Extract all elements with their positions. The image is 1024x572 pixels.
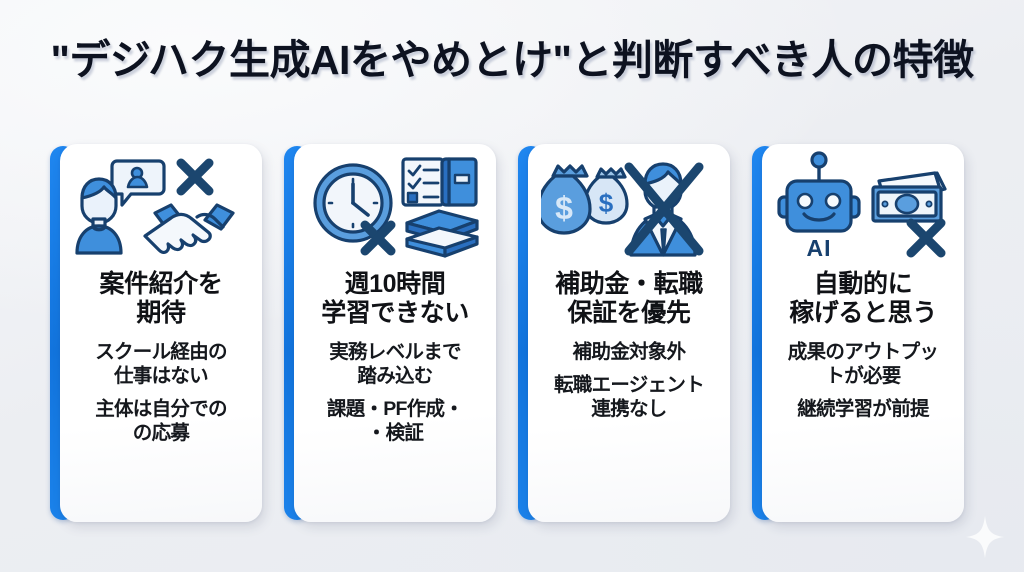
page-title-container: "デジハク生成AIをやめとけ"と判断すべき人の特徴 — [0, 37, 1024, 83]
card-note-secondary: 転職エージェント 連携なし — [553, 373, 705, 420]
page-title: "デジハク生成AIをやめとけ"と判断すべき人の特徴 — [50, 37, 974, 83]
card-body: 週10時間 学習できない 実務レベルまで 踏み込む 課題・PF作成・ ・検証 — [294, 144, 496, 522]
ai-robot-cash-cross-icon: AI — [762, 144, 964, 266]
cards-row: 案件紹介を 期待 スクール経由の 仕事はない 主体は自分での の応募 — [50, 144, 980, 526]
card-note-primary: スクール経由の 仕事はない — [95, 341, 227, 387]
feature-card: $ $ — [518, 144, 730, 522]
money-bags-crossed-businessperson-icon: $ $ — [528, 144, 730, 266]
card-body: $ $ — [528, 144, 730, 522]
svg-text:$: $ — [555, 190, 573, 226]
four-point-sparkle-icon — [966, 516, 1004, 558]
card-title: 補助金・転職 保証を優先 — [555, 270, 703, 327]
svg-text:$: $ — [599, 188, 614, 218]
card-note-primary: 補助金対象外 — [572, 341, 687, 363]
feature-card: 案件紹介を 期待 スクール経由の 仕事はない 主体は自分での の応募 — [50, 144, 262, 522]
card-note-secondary: 継続学習が前提 — [797, 397, 929, 420]
feature-card: AI — [752, 144, 964, 522]
card-note-secondary: 課題・PF作成・ ・検証 — [326, 397, 464, 444]
clock-cross-checklist-books-icon — [294, 144, 496, 266]
card-title: 週10時間 学習できない — [321, 270, 469, 327]
feature-card: 週10時間 学習できない 実務レベルまで 踏み込む 課題・PF作成・ ・検証 — [284, 144, 496, 522]
card-note-primary: 成果のアウトプッ トが必要 — [787, 341, 939, 387]
card-note-primary: 実務レベルまで 踏み込む — [329, 341, 461, 387]
card-title: 案件紹介を 期待 — [99, 270, 223, 327]
card-body: 案件紹介を 期待 スクール経由の 仕事はない 主体は自分での の応募 — [60, 144, 262, 522]
card-note-secondary: 主体は自分での の応募 — [95, 397, 227, 444]
card-title: 自動的に 稼げると思う — [789, 270, 937, 327]
svg-text:AI: AI — [807, 235, 832, 261]
person-speech-handshake-cross-icon — [60, 144, 262, 266]
card-body: AI — [762, 144, 964, 522]
